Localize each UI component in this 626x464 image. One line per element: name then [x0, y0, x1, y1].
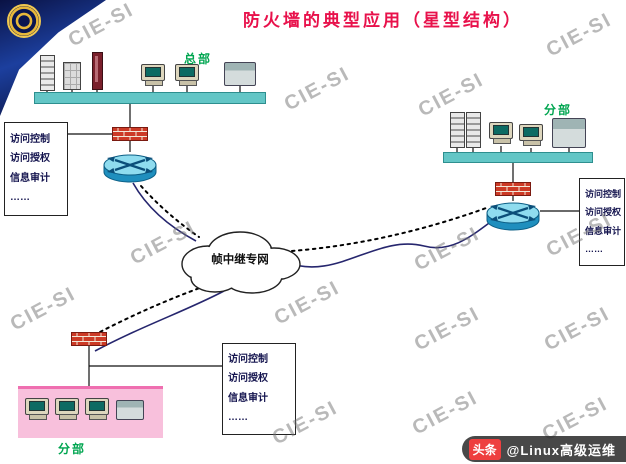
workstation-icon [519, 124, 543, 146]
policy-line: 访问授权 [10, 153, 50, 165]
policy-line: 访问授权 [228, 373, 268, 385]
pc-tower-icon [92, 52, 103, 90]
policy-line: 信息审计 [585, 225, 622, 236]
policy-box-branch-right: 访问控制 访问授权 信息审计 …… [579, 178, 625, 266]
policy-box-branch-bottom: 访问控制 访问授权 信息审计 …… [222, 343, 296, 435]
frame-relay-cloud [181, 231, 301, 294]
policy-line: 访问控制 [228, 354, 268, 366]
firewall-icon-branch-bottom [71, 332, 107, 346]
hq-lan-bar [34, 92, 266, 104]
branch-bottom-label: 分部 [58, 442, 87, 456]
page-title: 防火墙的典型应用（星型结构） [243, 11, 523, 30]
server-rack-icon [466, 112, 481, 148]
toutiao-logo: 头条 [468, 438, 501, 460]
policy-line: …… [10, 192, 30, 204]
policy-line: 访问授权 [585, 207, 622, 218]
toutiao-badge: 头条 @Linux高级运维 [461, 436, 626, 462]
server-cabinet-icon [63, 62, 81, 90]
policy-line: …… [228, 411, 248, 423]
workstation-icon [489, 122, 513, 144]
workstation-icon [55, 398, 79, 420]
company-logo-icon [7, 4, 41, 38]
workstation-icon [141, 64, 165, 86]
branch-right-label: 分部 [544, 103, 573, 117]
server-rack-icon [40, 55, 55, 91]
policy-line: 信息审计 [10, 172, 50, 184]
toutiao-handle: @Linux高级运维 [506, 442, 616, 458]
copier-icon [552, 118, 586, 148]
policy-line: 访问控制 [585, 189, 622, 200]
workstation-icon [85, 398, 109, 420]
firewall-icon-hq [112, 127, 148, 141]
policy-box-hq: 访问控制 访问授权 信息审计 …… [4, 122, 68, 216]
policy-line: 访问控制 [10, 133, 50, 145]
policy-line: 信息审计 [228, 392, 268, 404]
hq-label: 总部 [184, 52, 213, 66]
copier-icon [116, 400, 144, 420]
server-rack-icon [450, 112, 465, 148]
firewall-icon-branch-right [495, 182, 531, 196]
cloud-label: 帧中继专网 [211, 254, 269, 266]
copier-icon [224, 62, 256, 86]
router-icon-branch-right [486, 202, 540, 231]
branch-right-lan-bar [443, 152, 593, 163]
workstation-icon [175, 64, 199, 86]
router-icon-hq [103, 154, 157, 183]
policy-line: …… [585, 243, 603, 254]
workstation-icon [25, 398, 49, 420]
